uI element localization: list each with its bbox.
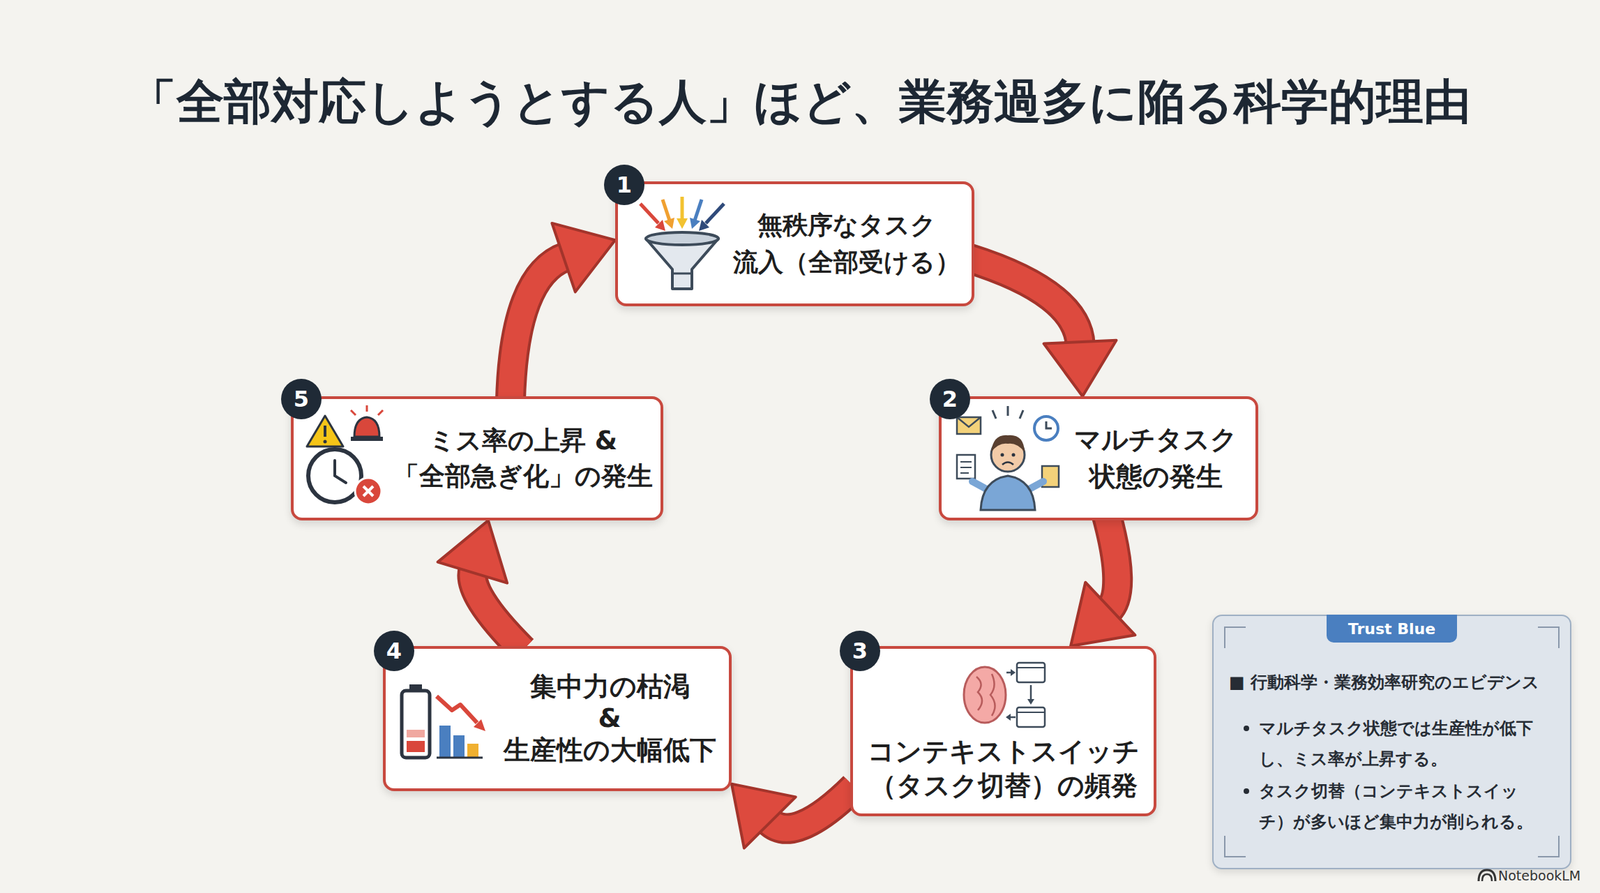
process-box: ミス率の上昇 & 「全部急ぎ化」の発生 (290, 396, 664, 521)
arrow-head (731, 783, 796, 849)
process-box: コンテキストスイッチ （タスク切替）の頻発 (850, 645, 1157, 817)
arrow-head (1044, 340, 1117, 397)
text-area: 集中力の枯渇 & 生産性の大幅低下 (494, 648, 725, 789)
arrow-body (1106, 514, 1119, 611)
watermark: NotebookLM (1498, 866, 1581, 885)
arrow-body (968, 258, 1080, 345)
callout-number: 5 (281, 378, 322, 420)
cycle-arrow (510, 223, 616, 402)
cycle-arrow (438, 520, 524, 651)
logo-arc (1482, 873, 1492, 881)
process-box: マルチタスク 状態の発生 (938, 396, 1259, 521)
callout-number: 1 (604, 164, 645, 206)
arrow-head (438, 520, 508, 584)
evidence-list: マルチタスク状態では生産性が低下し、ミス率が上昇する。タスク切替（コンテキストス… (1243, 712, 1558, 839)
arrow-outline (510, 256, 567, 402)
arrow-body (510, 256, 567, 402)
diagram-title: 「全部対応しようとする人」ほど、業務過多に陥る科学的理由 (0, 69, 1600, 134)
node-label: ミス率の上昇 & 「全部急ぎ化」の発生 (387, 422, 660, 494)
bullet-dot (1243, 725, 1250, 731)
node-label: 集中力の枯渇 & 生産性の大幅低下 (494, 670, 725, 767)
process-box: 無秩序なタスク 流入（全部受ける） (615, 181, 975, 307)
evidence-item: タスク切替（コンテキストスイッチ）が多いほど集中力が削られる。 (1243, 775, 1558, 837)
arrow-outline (472, 569, 523, 651)
node-label: 無秩序なタスク 流入（全部受ける） (728, 207, 966, 280)
evidence-box: Trust Blue ■ 行動科学・業務効率研究のエビデンスマルチタスク状態では生… (1212, 614, 1572, 870)
process-box: 集中力の枯渇 & 生産性の大幅低下 (382, 645, 732, 791)
text-area: コンテキストスイッチ （タスク切替）の頻発 (857, 728, 1150, 810)
evidence-heading: ■ 行動科学・業務効率研究のエビデンス (1228, 668, 1540, 697)
text-area: 無秩序なタスク 流入（全部受ける） (728, 184, 966, 304)
node-label: マルチタスク 状態の発生 (1065, 421, 1247, 496)
evidence-text: マルチタスク状態では生産性が低下し、ミス率が上昇する。 (1258, 712, 1547, 775)
text-area: ミス率の上昇 & 「全部急ぎ化」の発生 (387, 398, 660, 518)
evidence-item: マルチタスク状態では生産性が低下し、ミス率が上昇する。 (1243, 712, 1558, 775)
arrow-body (472, 569, 523, 651)
cycle-arrow (968, 258, 1116, 397)
evidence-text: タスク切替（コンテキストスイッチ）が多いほど集中力が削られる。 (1258, 775, 1547, 837)
arrow-head (1070, 582, 1135, 646)
arrow-outline (1106, 514, 1119, 611)
bullet-dot (1243, 788, 1250, 794)
callout-number: 3 (839, 630, 881, 671)
node-label: コンテキストスイッチ （タスク切替）の頻発 (857, 734, 1150, 804)
text-area: マルチタスク 状態の発生 (1065, 398, 1247, 518)
cycle-arrow (1070, 514, 1135, 646)
callout-number: 4 (373, 630, 415, 671)
watermark-logo (1478, 869, 1496, 881)
arrow-head (551, 223, 616, 293)
cycle-arrow (731, 783, 855, 849)
arrow-outline (968, 258, 1080, 345)
logo-arc (1478, 869, 1496, 881)
evidence-tab: Trust Blue (1326, 614, 1458, 643)
callout-number: 2 (929, 378, 971, 420)
